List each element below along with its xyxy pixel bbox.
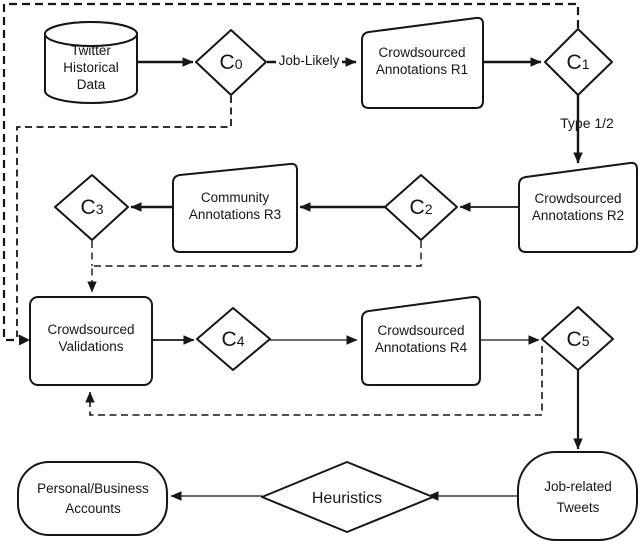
c2-sub: 2: [425, 201, 433, 217]
node-crowdsourced-annotations-r2: [518, 161, 638, 253]
node-shapes: [17, 16, 638, 541]
c2-base: C: [410, 196, 425, 219]
job-tweets-label-line2: Tweets: [557, 500, 600, 515]
heuristics-label: Heuristics: [312, 490, 382, 507]
node-crowdsourced-annotations-r1: [361, 16, 484, 109]
c3-sub: 3: [96, 201, 104, 217]
r2-label-line2: Annotations R2: [532, 208, 624, 223]
edge-labels: Job-Likely Type 1/2: [276, 51, 614, 131]
node-checkpoint-c5: [541, 306, 614, 371]
validations-label-line1: Crowdsourced: [47, 322, 134, 337]
c5-base: C: [567, 328, 582, 351]
r3-label-line1: Community: [201, 190, 270, 205]
c5-label: C5: [567, 328, 590, 351]
node-crowdsourced-validations: [29, 296, 153, 386]
twitter-data-label-line3: Data: [77, 77, 106, 92]
job-likely-label-background: [276, 51, 342, 68]
c4-base: C: [222, 328, 237, 351]
r3-label-line2: Annotations R3: [189, 207, 281, 222]
c0-sub: 0: [235, 56, 243, 72]
validations-label-line2: Validations: [58, 339, 123, 354]
c1-base: C: [567, 51, 582, 74]
feedback-c1-to-validations: [2, 2, 580, 342]
r1-label-line2: Annotations R1: [376, 62, 468, 77]
node-community-annotations-r3: [172, 162, 298, 253]
r4-label-line2: Annotations R4: [375, 340, 468, 355]
node-labels: Twitter Historical Data Crowdsourced Ann…: [37, 43, 624, 516]
c2-label: C2: [410, 196, 433, 219]
c0-label: C0: [220, 51, 243, 74]
c5-sub: 5: [582, 333, 590, 349]
edge-label-job-likely: Job-Likely: [279, 53, 340, 68]
c4-sub: 4: [237, 333, 245, 349]
c3-base: C: [81, 196, 96, 219]
dashed-feedback-edges: [2, 2, 580, 416]
accounts-label-line1: Personal/Business: [37, 481, 149, 496]
node-heuristics: [261, 461, 434, 533]
database-cylinder-top: [44, 21, 138, 47]
c3-label: C3: [81, 196, 104, 219]
node-checkpoint-c0: [195, 29, 267, 96]
node-checkpoint-c2: [384, 174, 458, 241]
r4-label-line1: Crowdsourced: [377, 323, 464, 338]
c0-base: C: [220, 51, 235, 74]
node-checkpoint-c4: [196, 307, 271, 371]
node-checkpoint-c3: [54, 174, 129, 241]
node-job-related-tweets: [517, 451, 638, 541]
node-checkpoint-c1: [544, 28, 613, 96]
accounts-label-line2: Accounts: [65, 501, 121, 516]
c1-label: C1: [567, 51, 590, 74]
r1-label-line1: Crowdsourced: [378, 45, 465, 60]
feedback-c5-to-validations: [85, 346, 543, 416]
node-twitter-historical-data: [44, 21, 138, 104]
edge-label-type-half: Type 1/2: [560, 115, 614, 131]
job-tweets-label-line1: Job-related: [544, 479, 612, 494]
r2-label-line1: Crowdsourced: [534, 191, 621, 206]
feedback-c0-to-validations: [16, 96, 232, 337]
c1-sub: 1: [582, 56, 590, 72]
node-personal-business-accounts: [17, 461, 168, 536]
feedback-arrowhead-into-validations: [19, 334, 30, 346]
feedback-c2-to-validations: [87, 241, 422, 293]
c4-label: C4: [222, 328, 245, 351]
twitter-data-label-line1: Twitter: [71, 43, 111, 58]
node-crowdsourced-annotations-r4: [361, 295, 481, 386]
twitter-data-label-line2: Historical: [63, 60, 119, 75]
